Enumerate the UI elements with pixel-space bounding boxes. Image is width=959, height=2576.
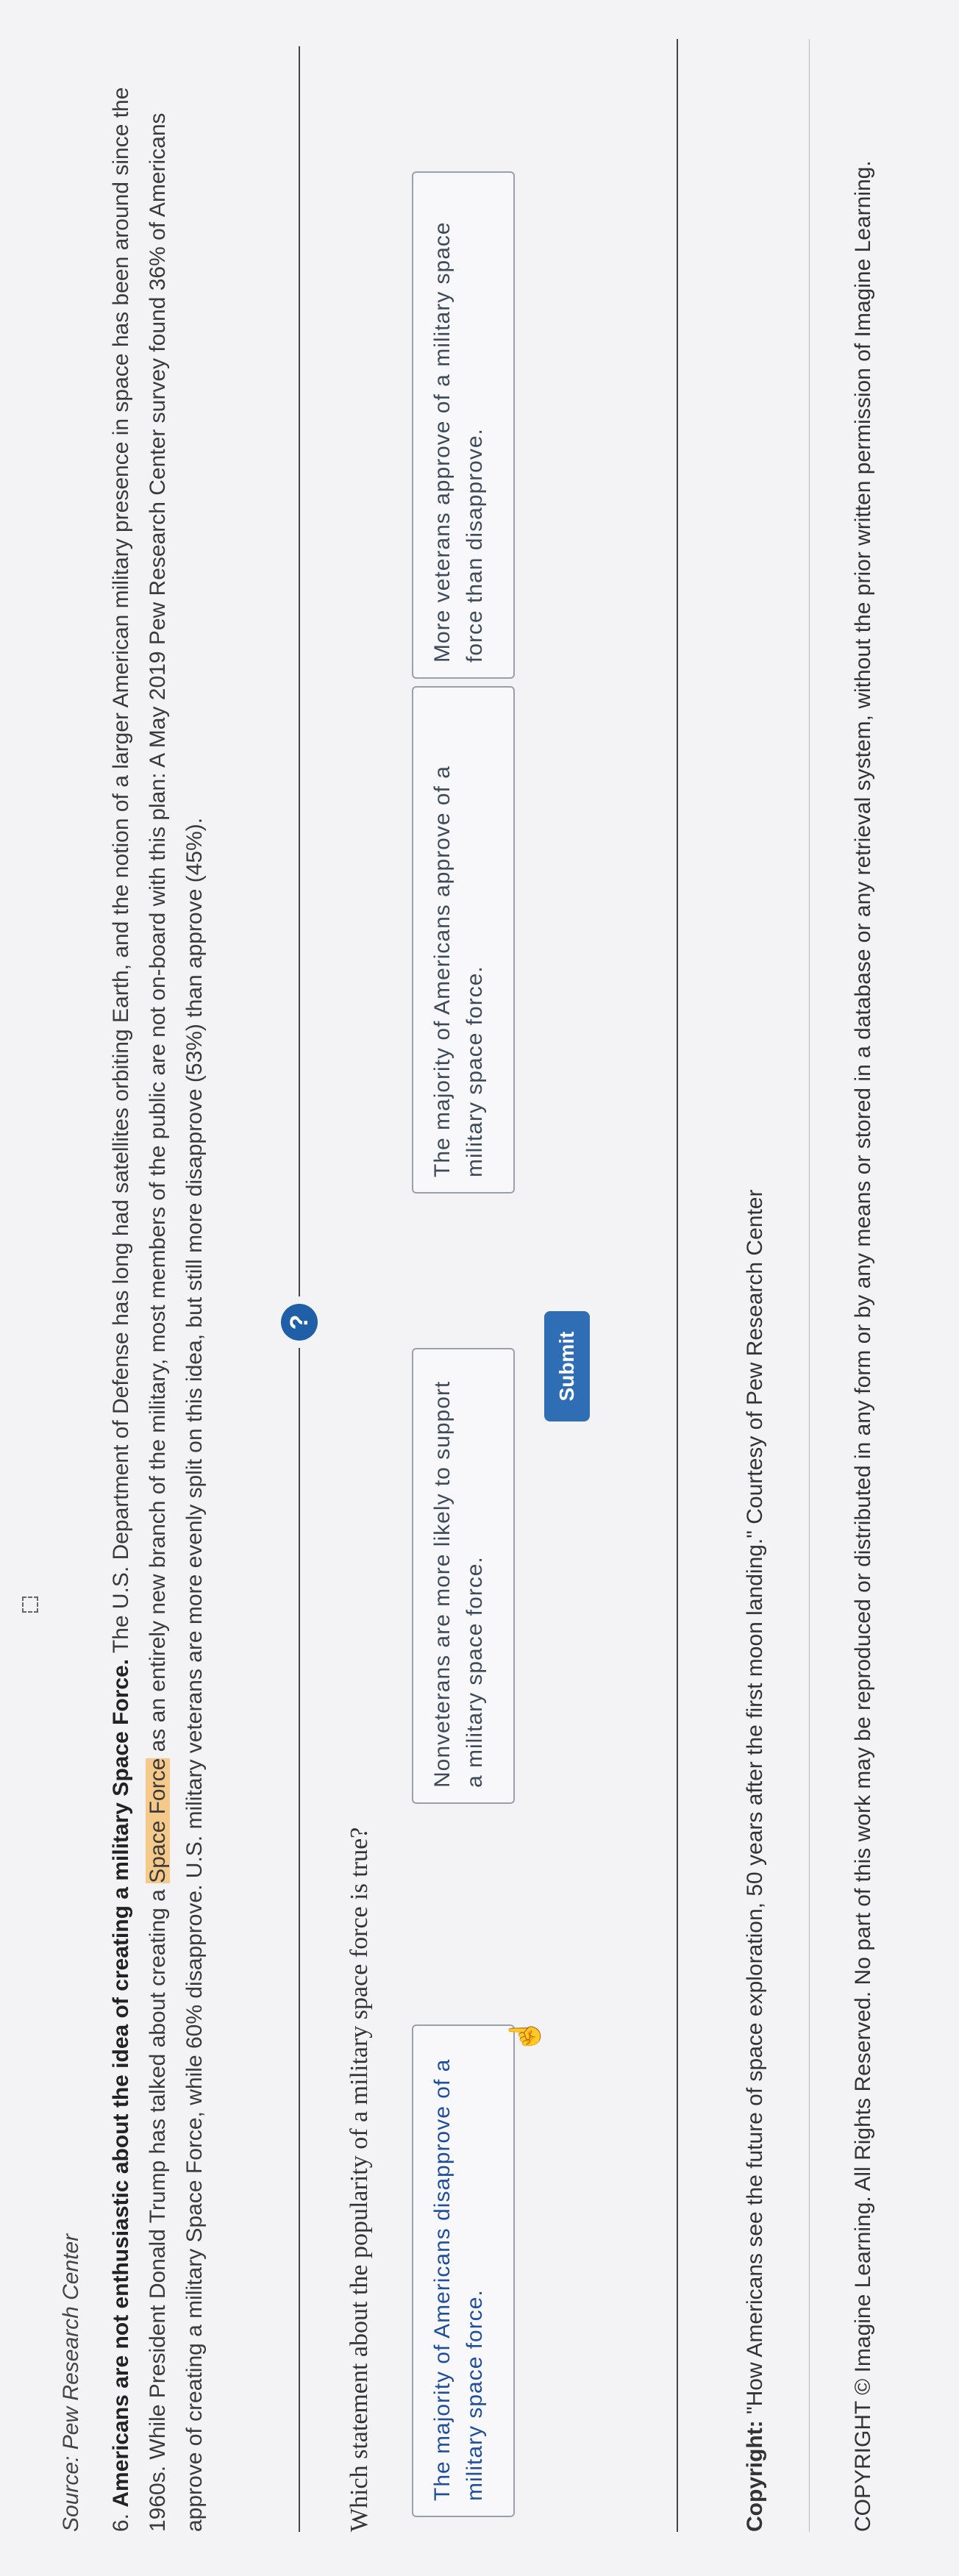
rights-notice: COPYRIGHT © Imagine Learning. All Rights… bbox=[851, 160, 875, 2532]
passage-bold-lead: Americans are not enthusiastic about the… bbox=[109, 1658, 133, 2508]
divider-footer bbox=[677, 39, 678, 2532]
answer-choice-1[interactable]: The majority of Americans disapprove of … bbox=[412, 2024, 515, 2517]
pointer-hand-icon: ☝ bbox=[509, 2017, 541, 2054]
passage-text: 6. Americans are not enthusiastic about … bbox=[103, 46, 213, 2532]
highlighted-term[interactable]: Space Force bbox=[146, 1758, 170, 1883]
answer-choice-2[interactable]: Nonveterans are more likely to support a… bbox=[412, 1348, 515, 1804]
divider-left bbox=[299, 1348, 300, 2532]
item-number: 6. bbox=[109, 2513, 133, 2532]
divider-rights bbox=[809, 39, 810, 2532]
question-prompt: Which statement about the popularity of … bbox=[346, 1827, 373, 2532]
answer-choice-3[interactable]: The majority of Americans approve of a m… bbox=[412, 686, 515, 1194]
help-icon[interactable]: ? bbox=[281, 1304, 318, 1341]
copyright-label: Copyright: bbox=[743, 2420, 767, 2532]
copyright-source: Copyright: "How Americans see the future… bbox=[743, 1190, 768, 2532]
source-line: Source: Pew Research Center bbox=[59, 2233, 83, 2532]
divider-right bbox=[299, 46, 300, 1296]
submit-button[interactable]: Submit bbox=[544, 1311, 590, 1421]
answer-choice-4[interactable]: More veterans approve of a military spac… bbox=[412, 171, 515, 679]
expand-icon[interactable] bbox=[22, 1596, 38, 1613]
copyright-text: "How Americans see the future of space e… bbox=[743, 1189, 767, 2415]
